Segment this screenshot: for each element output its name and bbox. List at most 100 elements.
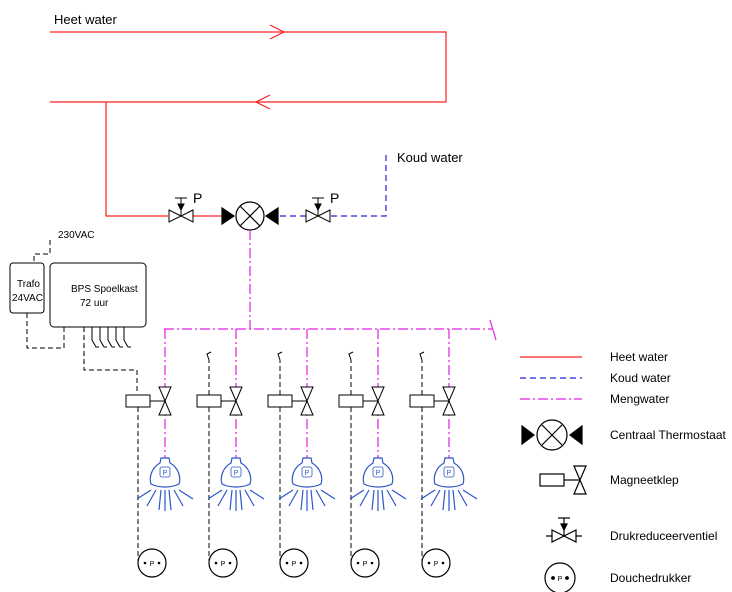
button-dot: [285, 561, 289, 565]
solenoid-valve-body-bottom: [158, 399, 172, 416]
control-wire: [279, 360, 293, 564]
spray-line: [300, 489, 304, 511]
spray-line: [315, 489, 326, 507]
spray-line: [278, 489, 294, 500]
legend-solenoid-valve-icon: [539, 465, 587, 495]
solenoid-valve-body-top: [158, 386, 172, 403]
hot-water-loop: [50, 24, 447, 217]
solenoid-valve-coil: [267, 394, 293, 408]
spray-line: [430, 489, 441, 507]
spray-line: [249, 489, 265, 500]
legend-item-hot-water: Heet water: [520, 345, 732, 369]
cold-water-label: Koud water: [397, 150, 463, 165]
legend-item-pressure-reducing-valve: Drukreduceerventiel: [520, 524, 732, 548]
spray-line: [173, 489, 184, 507]
shower-unit: PP: [125, 329, 194, 578]
pressure-symbol-cold: P: [330, 190, 339, 206]
button-logo-text: P: [292, 561, 297, 568]
transformer-voltage-label: 24VAC: [12, 293, 43, 304]
spray-line: [310, 489, 314, 511]
shower-head-icon: [291, 457, 323, 488]
spray-line: [359, 489, 370, 507]
shower-head-icon: [220, 457, 252, 488]
spray-line: [244, 489, 255, 507]
button-dot: [441, 561, 445, 565]
pipe-end-mark: [489, 319, 497, 341]
svg-text:P: P: [558, 576, 563, 583]
solenoid-valve-coil: [338, 394, 364, 408]
solenoid-valve-body-bottom: [371, 399, 385, 416]
solenoid-valve-coil: [196, 394, 222, 408]
wire-end-mark: [419, 351, 425, 361]
spray-line: [217, 489, 228, 507]
shower-button-icon: [421, 548, 451, 578]
shower-button-icon: [137, 548, 167, 578]
solenoid-valve-body-bottom: [229, 399, 243, 416]
spray-line: [229, 489, 233, 511]
legend-item-mixed-water: Mengwater: [520, 387, 732, 411]
button-logo-text: P: [150, 561, 155, 568]
button-dot: [299, 561, 303, 565]
button-dot: [228, 561, 232, 565]
spray-line: [452, 489, 456, 511]
shower-logo: [230, 466, 242, 478]
legend-item-thermostat: Centraal Thermostaat: [520, 423, 732, 447]
mains-voltage-label: 230VAC: [58, 230, 95, 241]
legend-thermostat-icon: [521, 419, 583, 451]
spray-line: [371, 489, 375, 511]
solenoid-valve-body-top: [300, 386, 314, 403]
shower-unit: PP: [338, 329, 407, 578]
controller-duration-label: 72 uur: [80, 298, 109, 309]
spray-line: [442, 489, 446, 511]
shower-unit: PP: [409, 329, 478, 578]
shower-head-icon: [149, 457, 181, 488]
solenoid-valve-body-top: [442, 386, 456, 403]
wire-end-mark: [348, 351, 354, 361]
button-dot: [370, 561, 374, 565]
spray-line: [146, 489, 157, 507]
legend-label: Douchedrukker: [610, 571, 692, 585]
shower-head-icon: [362, 457, 394, 488]
control-system: [9, 240, 147, 392]
solenoid-valve-body-top: [229, 386, 243, 403]
solenoid-valve-body-bottom: [442, 399, 456, 416]
spray-line: [178, 489, 194, 500]
spray-line: [349, 489, 365, 500]
control-wire: [208, 360, 222, 564]
button-dot: [157, 561, 161, 565]
button-dot: [356, 561, 360, 565]
spray-line: [207, 489, 223, 500]
shower-logo: [159, 466, 171, 478]
spray-line: [457, 489, 468, 507]
button-logo-text: P: [221, 561, 226, 568]
legend-pressure-reducing-valve-icon: [546, 517, 582, 543]
wire-end-mark: [277, 351, 283, 361]
legend-item-cold-water: Koud water: [520, 366, 732, 390]
legend-item-solenoid-valve: Magneetklep: [520, 468, 732, 492]
spray-line: [391, 489, 407, 500]
legend-shower-button-icon: P: [544, 562, 576, 592]
transformer-label: Trafo: [17, 279, 40, 290]
shower-unit: PP: [267, 329, 336, 578]
control-wire: [421, 360, 435, 564]
flow-arrow-right-icon: [269, 24, 286, 40]
shower-logo-text: P: [234, 470, 239, 477]
legend-label: Drukreduceerventiel: [610, 529, 718, 543]
shower-logo: [372, 466, 384, 478]
solenoid-valve-coil: [409, 394, 435, 408]
hot-water-label: Heet water: [54, 12, 117, 27]
shower-logo-text: P: [376, 470, 381, 477]
shower-button-icon: [208, 548, 238, 578]
button-logo-text: P: [434, 561, 439, 568]
button-dot: [143, 561, 147, 565]
pressure-reducing-valve-hot: [168, 197, 194, 223]
spray-line: [288, 489, 299, 507]
cold-water-line: [278, 155, 387, 217]
spray-line: [168, 489, 172, 511]
legend-label: Mengwater: [610, 392, 670, 406]
shower-logo-text: P: [163, 470, 168, 477]
solenoid-valve-body-bottom: [300, 399, 314, 416]
shower-head-icon: [433, 457, 465, 488]
shower-logo: [443, 466, 455, 478]
legend-label: Centraal Thermostaat: [610, 428, 726, 442]
